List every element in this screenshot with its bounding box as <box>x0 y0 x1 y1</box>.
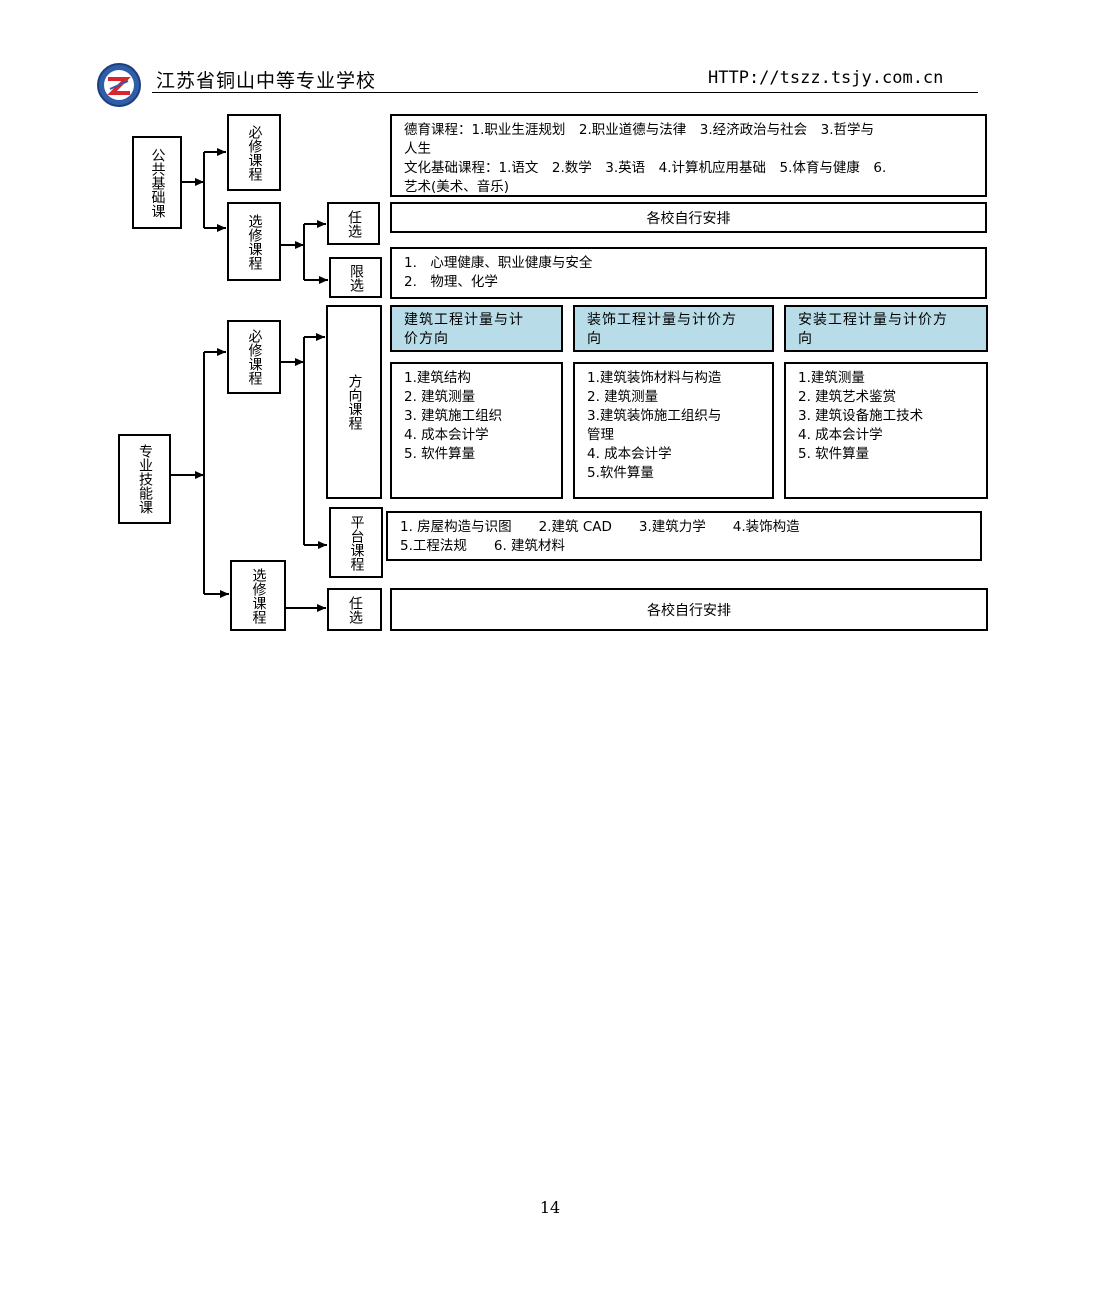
public-required-label: 必修课程 <box>246 124 263 181</box>
professional-free-elective-text: 各校自行安排 <box>647 602 731 619</box>
list-item: 5.软件算量 <box>587 465 654 481</box>
platform-line-2: 5.工程法规 6. 建筑材料 <box>400 538 566 554</box>
direction-courses-label: 方向课程 <box>346 374 363 430</box>
direction-courses-box: 方向课程 <box>326 305 382 499</box>
list-item: 1.建筑测量 <box>798 370 865 386</box>
direction-header-installation-line1: 安装工程计量与计价方 <box>798 312 948 328</box>
direction-header-decoration-line2: 向 <box>587 331 602 347</box>
list-item: 管理 <box>587 427 614 443</box>
public-foundation-box: 公共基础课 <box>132 136 182 229</box>
list-item: 3. 建筑施工组织 <box>404 408 503 424</box>
direction-header-construction-line1: 建筑工程计量与计 <box>404 312 524 328</box>
professional-required-label: 必修课程 <box>246 329 263 385</box>
direction-list-construction: 1.建筑结构 2. 建筑测量 3. 建筑施工组织 4. 成本会计学 5. 软件算… <box>390 362 563 499</box>
list-item: 3.建筑装饰施工组织与 <box>587 408 722 424</box>
list-item: 1.建筑结构 <box>404 370 471 386</box>
direction-header-installation-line2: 向 <box>798 331 813 347</box>
professional-required-box: 必修课程 <box>227 320 281 394</box>
list-item: 2. 建筑艺术鉴赏 <box>798 389 897 405</box>
platform-courses-box: 平台课程 <box>329 507 383 578</box>
public-free-elective-box: 任选 <box>327 202 380 245</box>
public-foundation-label: 公共基础课 <box>149 147 166 218</box>
platform-courses-content: 1. 房屋构造与识图 2.建筑 CAD 3.建筑力学 4.装饰构造 5.工程法规… <box>386 511 982 561</box>
school-name: 江苏省铜山中等专业学校 <box>156 70 377 92</box>
public-limited-elective-content: 1. 心理健康、职业健康与安全 2. 物理、化学 <box>390 247 987 299</box>
limited-item-1: 1. 心理健康、职业健康与安全 <box>404 255 593 271</box>
list-item: 2. 建筑测量 <box>587 389 659 405</box>
moral-courses-line-cont: 人生 <box>404 141 431 157</box>
limited-item-2: 2. 物理、化学 <box>404 274 498 290</box>
platform-courses-label: 平台课程 <box>348 514 365 571</box>
professional-box: 专业技能课 <box>118 434 171 524</box>
direction-list-installation: 1.建筑测量 2. 建筑艺术鉴赏 3. 建筑设备施工技术 4. 成本会计学 5.… <box>784 362 988 499</box>
list-item: 5. 软件算量 <box>798 446 870 462</box>
list-item: 1.建筑装饰材料与构造 <box>587 370 722 386</box>
direction-header-construction: 建筑工程计量与计 价方向 <box>390 305 563 352</box>
public-free-elective-content: 各校自行安排 <box>390 202 987 233</box>
list-item: 5. 软件算量 <box>404 446 476 462</box>
professional-elective-box: 选修课程 <box>230 560 286 631</box>
professional-free-elective-box: 任选 <box>327 588 382 631</box>
culture-courses-line: 文化基础课程：1.语文 2.数学 3.英语 4.计算机应用基础 5.体育与健康 … <box>404 160 887 176</box>
direction-header-construction-line2: 价方向 <box>404 331 449 347</box>
culture-courses-line-cont: 艺术(美术、音乐) <box>404 179 510 195</box>
public-required-content: 德育课程：1.职业生涯规划 2.职业道德与法律 3.经济政治与社会 3.哲学与 … <box>390 114 987 197</box>
professional-label: 专业技能课 <box>137 444 153 514</box>
public-elective-box: 选修课程 <box>227 202 281 281</box>
list-item: 4. 成本会计学 <box>798 427 883 443</box>
school-url: HTTP://tszz.tsjy.com.cn <box>708 68 944 88</box>
professional-free-elective-content: 各校自行安排 <box>390 588 988 631</box>
moral-courses-line: 德育课程：1.职业生涯规划 2.职业道德与法律 3.经济政治与社会 3.哲学与 <box>404 122 875 138</box>
platform-line-1: 1. 房屋构造与识图 2.建筑 CAD 3.建筑力学 4.装饰构造 <box>400 519 800 535</box>
public-limited-elective-box: 限选 <box>329 257 382 298</box>
list-item: 4. 成本会计学 <box>404 427 489 443</box>
public-limited-elective-label: 限选 <box>348 263 364 292</box>
public-free-elective-text: 各校自行安排 <box>646 210 731 227</box>
list-item: 2. 建筑测量 <box>404 389 476 405</box>
header-divider <box>152 92 978 93</box>
professional-elective-label: 选修课程 <box>250 567 267 624</box>
direction-header-decoration: 装饰工程计量与计价方 向 <box>573 305 774 352</box>
list-item: 3. 建筑设备施工技术 <box>798 408 924 424</box>
school-logo <box>96 62 142 108</box>
direction-list-decoration: 1.建筑装饰材料与构造 2. 建筑测量 3.建筑装饰施工组织与 管理 4. 成本… <box>573 362 774 499</box>
public-required-box: 必修课程 <box>227 114 281 191</box>
list-item: 4. 成本会计学 <box>587 446 672 462</box>
public-free-elective-label: 任选 <box>346 209 362 238</box>
page-number: 14 <box>539 1198 561 1217</box>
professional-free-elective-label: 任选 <box>347 595 363 624</box>
public-elective-label: 选修课程 <box>246 213 263 270</box>
direction-header-decoration-line1: 装饰工程计量与计价方 <box>587 312 737 328</box>
direction-header-installation: 安装工程计量与计价方 向 <box>784 305 988 352</box>
